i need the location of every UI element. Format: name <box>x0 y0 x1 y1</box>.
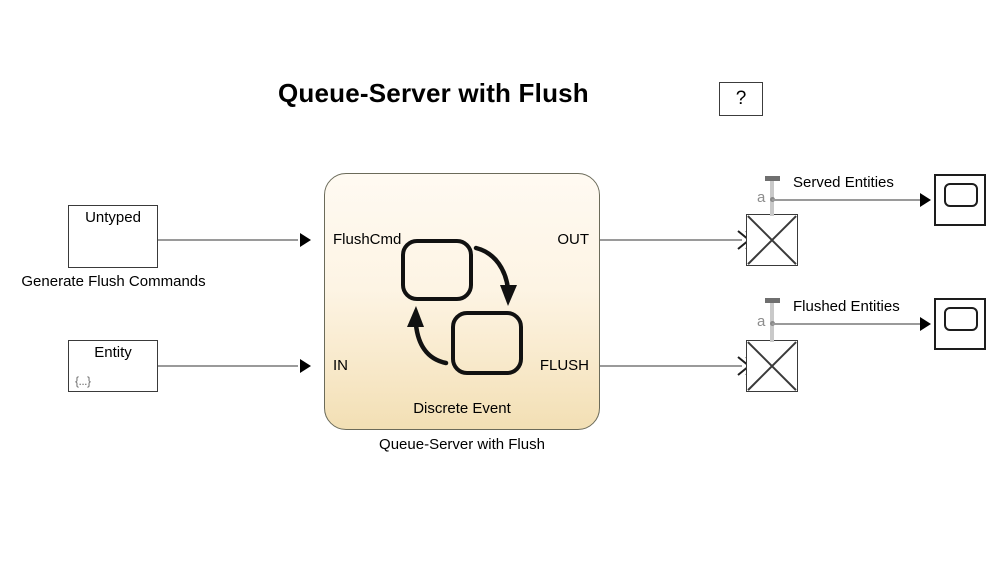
stateflow-state-upper-icon <box>401 239 473 301</box>
scope-screen-icon <box>944 307 978 331</box>
arrowhead-flushcmd-in <box>300 233 311 247</box>
wire-out-to-served-terminator <box>600 239 742 241</box>
block-label-entity: Entity <box>94 344 132 361</box>
port-label-flushcmd: FlushCmd <box>333 231 402 248</box>
block-discrete-event-subsystem[interactable]: FlushCmd IN OUT FLUSH Discrete Event <box>324 173 600 430</box>
block-scope-served-entities[interactable] <box>934 174 986 226</box>
signal-label-flushed-entities: Flushed Entities <box>793 298 900 315</box>
arrowhead-served-scope <box>920 193 931 207</box>
block-label-untyped: Untyped <box>85 209 141 226</box>
block-scope-flushed-entities[interactable] <box>934 298 986 350</box>
page-title: Queue-Server with Flush <box>278 78 589 108</box>
port-label-flush: FLUSH <box>539 357 589 374</box>
help-button-label: ? <box>735 88 747 109</box>
block-entity-generator[interactable]: Entity {...} <box>68 340 158 392</box>
subsystem-inner-label: Discrete Event <box>413 400 511 417</box>
block-generate-flush-commands[interactable]: Untyped <box>68 205 158 268</box>
wire-served-to-scope <box>772 199 922 201</box>
signal-label-served-entities: Served Entities <box>793 174 894 191</box>
help-button[interactable]: ? <box>719 82 763 116</box>
probe-label-served: a <box>757 189 766 206</box>
wire-flush-to-flushed-terminator <box>600 365 742 367</box>
wire-untyped-to-flushcmd <box>158 239 298 241</box>
probe-label-flushed: a <box>757 313 766 330</box>
block-entity-terminator-served[interactable] <box>746 214 798 266</box>
stateflow-state-lower-icon <box>451 311 523 375</box>
block-entity-terminator-flushed[interactable] <box>746 340 798 392</box>
port-label-out: OUT <box>557 231 589 248</box>
probe-cap-served-icon <box>765 176 780 181</box>
block-name-queue-server-with-flush: Queue-Server with Flush <box>379 436 545 453</box>
entity-type-glyph: {...} <box>75 374 91 388</box>
port-label-in: IN <box>333 357 348 374</box>
wire-entity-to-in <box>158 365 298 367</box>
arrowhead-flushed-scope <box>920 317 931 331</box>
arrowhead-in-port <box>300 359 311 373</box>
scope-screen-icon <box>944 183 978 207</box>
block-name-generate-flush-commands: Generate Flush Commands <box>21 273 206 290</box>
wire-flushed-to-scope <box>772 323 922 325</box>
probe-cap-flushed-icon <box>765 298 780 303</box>
